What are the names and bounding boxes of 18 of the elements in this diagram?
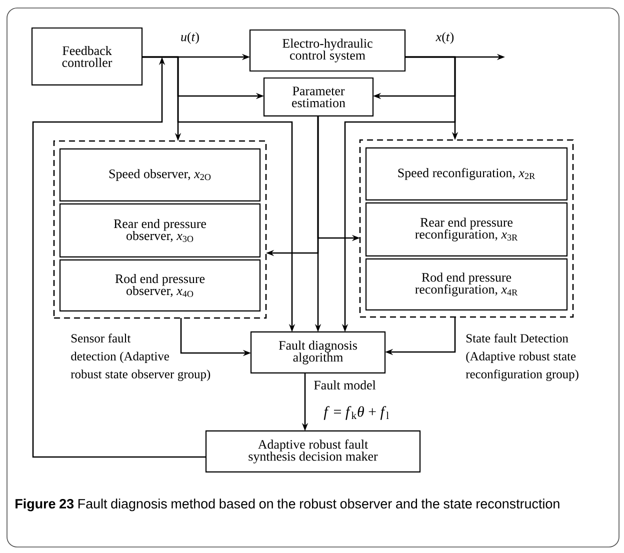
process-box: Rear end pressure observer, x$_{3O}$ (59, 203, 261, 258)
process-box: Feedback controller (31, 27, 143, 86)
edge-label: Fault model (312, 379, 377, 391)
process-box: Electro-hydraulic control system (249, 29, 406, 72)
process-box: Rear end pressure reconfiguration, x$_{3R}$ (365, 202, 568, 257)
process-box: Rod end pressure observer, x$_{4O}$ (59, 259, 261, 312)
process-box: Fault diagnosis algorithm (250, 331, 386, 374)
process-box: Speed observer, x$_{2O}$ (59, 148, 261, 202)
node-label: State fault Detection (Adaptive robust state reconfiguration group) (466, 334, 578, 381)
process-box: Parameter estimation (263, 77, 374, 117)
node-label: Sensor fault detection (Adaptive robust state observer group) (70, 334, 210, 381)
process-box: Rod end pressure reconfiguration, x$_{4R}$ (365, 258, 568, 311)
formula-label: f = f$_{k}$θ + f$_{l}$ (324, 406, 389, 420)
caption: Figure 23 Fault diagnosis method based on the robust observer and the state reconstruction (16, 498, 560, 512)
edge-label: x(t) (434, 31, 456, 45)
process-box: Adaptive robust fault synthesis decision maker (205, 430, 421, 473)
edge-label: u(t) (180, 31, 200, 45)
process-box: Speed reconfiguration, x$_{2R}$ (365, 147, 568, 201)
